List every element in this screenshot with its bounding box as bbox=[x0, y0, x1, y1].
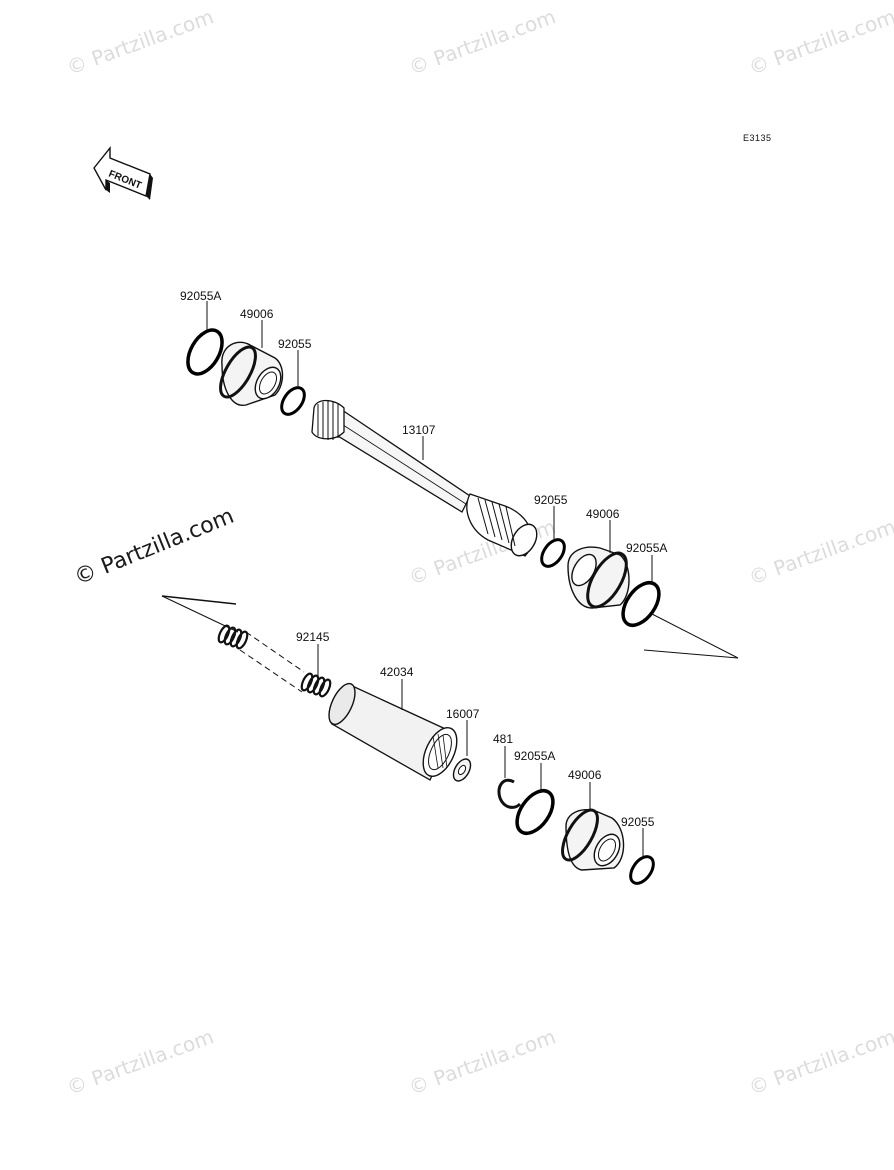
watermark: © Partzilla.com bbox=[406, 1024, 559, 1099]
o-ring-92055-top bbox=[280, 386, 306, 416]
o-ring-92055-bottom bbox=[629, 855, 655, 885]
watermark: © Partzilla.com bbox=[64, 1024, 217, 1099]
watermark-main: © Partzilla.com bbox=[71, 504, 238, 591]
circlip-481 bbox=[497, 778, 522, 809]
boot-49006-bottom bbox=[561, 808, 625, 871]
watermark: © Partzilla.com bbox=[406, 4, 559, 79]
washer-16007 bbox=[452, 758, 472, 782]
label-92055-top: 92055 bbox=[278, 337, 312, 351]
boot-49006-mid bbox=[567, 546, 630, 609]
label-16007: 16007 bbox=[446, 707, 480, 721]
label-92145: 92145 bbox=[296, 630, 330, 644]
label-42034: 42034 bbox=[380, 665, 414, 679]
watermark: © Partzilla.com bbox=[746, 1024, 894, 1099]
boot-49006-top bbox=[219, 341, 284, 406]
label-92055-bottom: 92055 bbox=[621, 815, 655, 829]
label-92055a-mid: 92055A bbox=[626, 541, 667, 555]
watermarks: © Partzilla.com © Partzilla.com © Partzi… bbox=[64, 4, 894, 1099]
watermark: © Partzilla.com bbox=[746, 514, 894, 589]
sleeve-42034 bbox=[328, 682, 458, 781]
label-13107: 13107 bbox=[402, 423, 436, 437]
watermark: © Partzilla.com bbox=[746, 4, 894, 79]
o-ring-92055a-bottom bbox=[515, 789, 555, 835]
label-49006-mid: 49006 bbox=[586, 507, 620, 521]
shaft-13107 bbox=[311, 399, 538, 557]
diagram-code: E3135 bbox=[743, 133, 772, 143]
label-49006-top: 49006 bbox=[240, 307, 274, 321]
leader-lines bbox=[206, 301, 653, 856]
o-ring-92055a-top bbox=[186, 328, 224, 376]
label-92055-mid: 92055 bbox=[534, 493, 568, 507]
watermark: © Partzilla.com bbox=[64, 4, 217, 79]
assembly-lines bbox=[161, 595, 739, 659]
label-92055a-bottom: 92055A bbox=[514, 749, 555, 763]
spring-92145 bbox=[217, 624, 332, 698]
part-labels: 92055A 49006 92055 13107 92055 49006 920… bbox=[180, 289, 667, 829]
label-49006-bottom: 49006 bbox=[568, 768, 602, 782]
label-92055a-top: 92055A bbox=[180, 289, 221, 303]
o-ring-92055a-mid bbox=[621, 581, 661, 627]
label-481: 481 bbox=[493, 732, 513, 746]
o-ring-92055-mid bbox=[540, 538, 566, 568]
front-arrow-icon: FRONT bbox=[93, 146, 153, 200]
